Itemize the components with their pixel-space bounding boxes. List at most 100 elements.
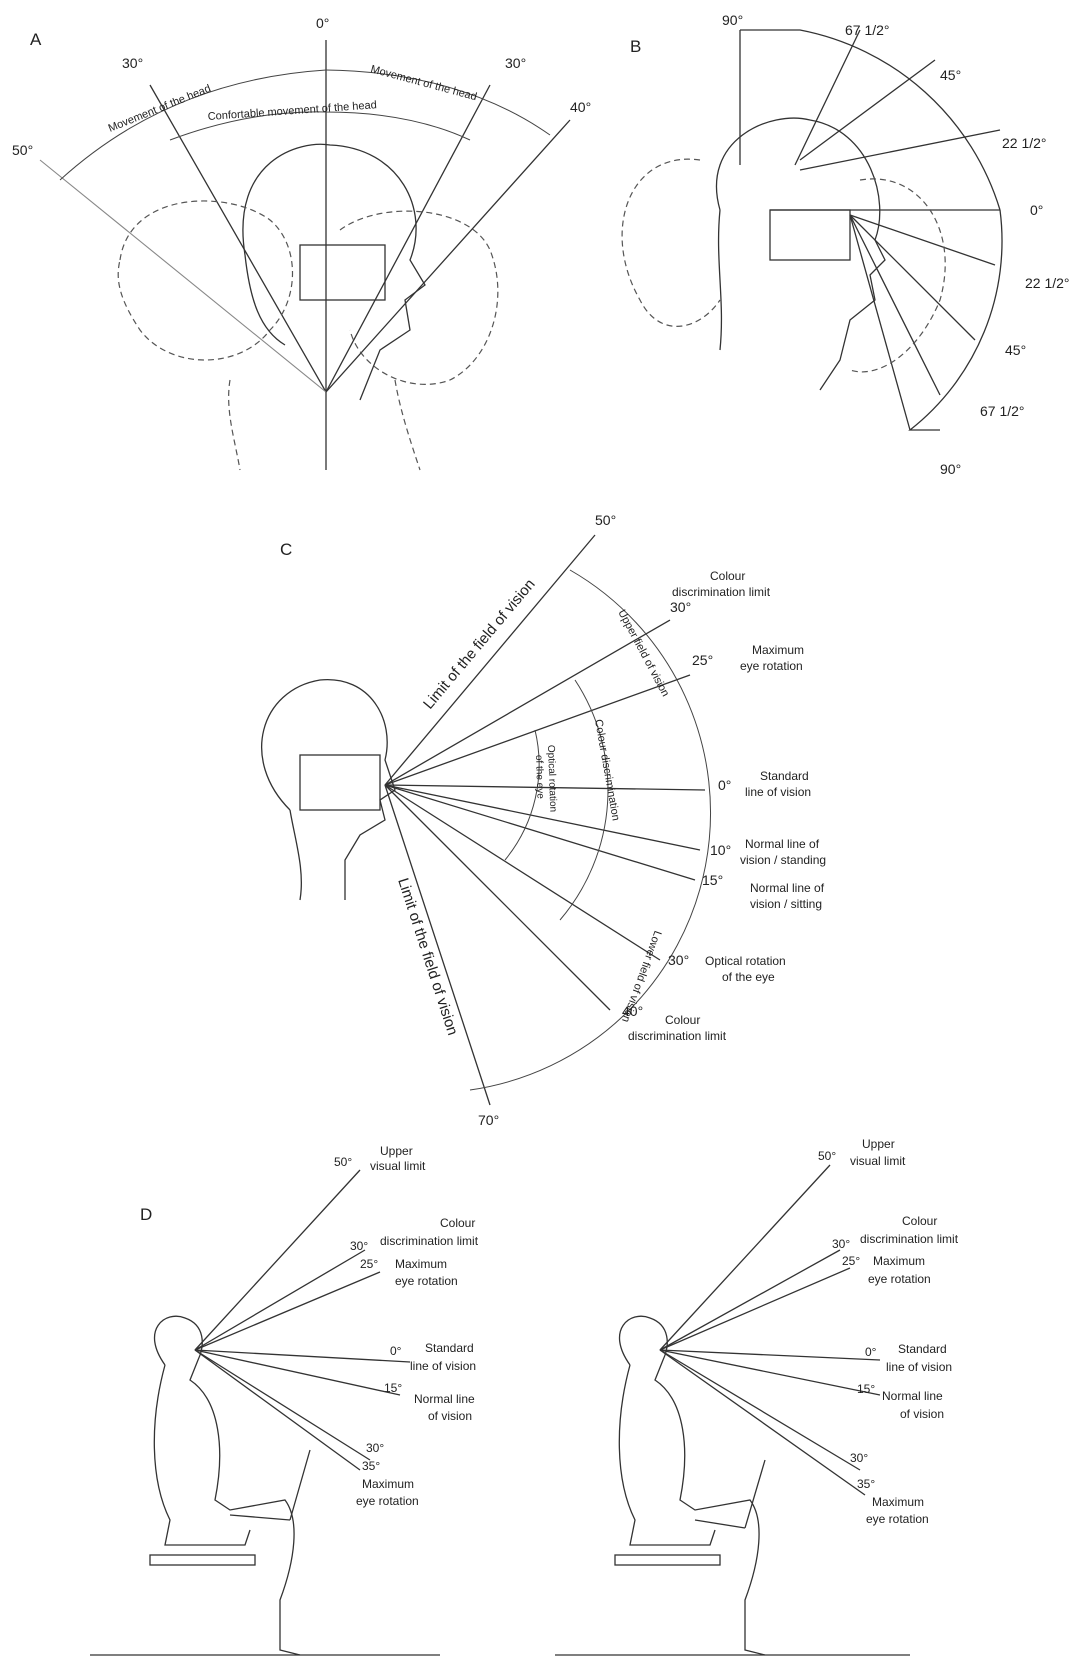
c-sit-2: vision / sitting bbox=[750, 897, 822, 911]
c-colour-lower-1: Colour bbox=[665, 1013, 700, 1027]
neck-dashed-right bbox=[395, 380, 420, 470]
dl-d30: 30° bbox=[366, 1441, 384, 1455]
angle-b-down67: 67 1/2° bbox=[980, 403, 1025, 419]
dl-laptop-screen bbox=[290, 1450, 310, 1520]
panel-d-right: 50° Upper visual limit 30° Colour discri… bbox=[555, 1137, 959, 1655]
dl-std-1: Standard bbox=[425, 1341, 474, 1355]
dl-maxrot-2: eye rotation bbox=[395, 1274, 458, 1288]
c-angle-50: 50° bbox=[595, 512, 616, 528]
dr-upper-2: visual limit bbox=[850, 1154, 906, 1168]
c-maxrot-1: Maximum bbox=[752, 643, 804, 657]
c-arc-optical-1: Optical rotation bbox=[545, 745, 558, 813]
head-dashed-b-right bbox=[850, 179, 945, 372]
dl-normal-1: Normal line bbox=[414, 1392, 475, 1406]
c-limit-lower: Limit of the field of vision bbox=[394, 876, 461, 1037]
angle-b-up22: 22 1/2° bbox=[1002, 135, 1047, 151]
dl-upper-2: visual limit bbox=[370, 1159, 426, 1173]
c-stand-2: vision / standing bbox=[740, 853, 826, 867]
dr-a0: 0° bbox=[865, 1345, 877, 1359]
dl-a30: 30° bbox=[350, 1239, 368, 1253]
dr-std-1: Standard bbox=[898, 1342, 947, 1356]
dl-d35: 35° bbox=[362, 1459, 380, 1473]
c-arc-colour bbox=[560, 680, 608, 920]
panel-d: D 50° Upper visual limit 30° Colour disc… bbox=[90, 1137, 959, 1655]
dl-line-30 bbox=[195, 1250, 365, 1350]
dr-seat bbox=[615, 1555, 720, 1565]
c-opt-2: of the eye bbox=[722, 970, 775, 984]
panel-c: C 50° 30° 25° 0° 10° 15° 30° 40° 70° Col… bbox=[262, 512, 826, 1128]
dl-line-25 bbox=[195, 1272, 380, 1350]
c-angle-25: 25° bbox=[692, 652, 713, 668]
c-arc-optical-2: of the eye bbox=[533, 755, 546, 800]
panel-a-label: A bbox=[30, 30, 42, 49]
dl-body bbox=[155, 1316, 300, 1655]
dl-a25: 25° bbox=[360, 1257, 378, 1271]
dl-lowmax-2: eye rotation bbox=[356, 1494, 419, 1508]
c-arc-optical bbox=[505, 730, 539, 860]
head-dashed-b-left bbox=[622, 159, 720, 326]
dr-line-d30 bbox=[660, 1350, 860, 1470]
angle-a-right40: 40° bbox=[570, 99, 591, 115]
face-box-center bbox=[300, 245, 385, 300]
dr-d30: 30° bbox=[850, 1451, 868, 1465]
c-arc-field bbox=[470, 570, 711, 1090]
dr-line-50 bbox=[660, 1165, 830, 1350]
head-outline-center bbox=[243, 144, 425, 400]
dr-normal-2: of vision bbox=[900, 1407, 944, 1421]
dr-laptop-base bbox=[695, 1520, 745, 1528]
dl-line-d30 bbox=[195, 1350, 370, 1460]
dr-d35: 35° bbox=[857, 1477, 875, 1491]
panel-b-label: B bbox=[630, 37, 641, 56]
c-line-70 bbox=[385, 785, 490, 1105]
dr-a50: 50° bbox=[818, 1149, 836, 1163]
c-angle-15: 15° bbox=[702, 872, 723, 888]
head-dashed-right bbox=[340, 211, 498, 384]
c-angle-d30: 30° bbox=[668, 952, 689, 968]
dl-laptop-base bbox=[230, 1515, 290, 1520]
b-line-up22 bbox=[800, 130, 1000, 170]
angle-b-up45: 45° bbox=[940, 67, 961, 83]
panel-c-label: C bbox=[280, 540, 292, 559]
dr-colour-1: Colour bbox=[902, 1214, 937, 1228]
angle-a-left50: 50° bbox=[12, 142, 33, 158]
b-line-up45 bbox=[800, 60, 935, 160]
angle-a-left30: 30° bbox=[122, 55, 143, 71]
face-box-b bbox=[770, 210, 850, 260]
dr-line-15 bbox=[660, 1350, 880, 1395]
c-angle-30: 30° bbox=[670, 599, 691, 615]
dr-lowmax-1: Maximum bbox=[872, 1495, 924, 1509]
arc-label-movement-right: Movement of the head bbox=[369, 63, 478, 103]
angle-a-0: 0° bbox=[316, 15, 329, 31]
dl-upper-1: Upper bbox=[380, 1144, 413, 1158]
panel-a: A 0° 30° 30° 50° 40° Movement of the hea… bbox=[12, 15, 591, 470]
c-opt-1: Optical rotation bbox=[705, 954, 786, 968]
movement-arc-left bbox=[60, 70, 326, 180]
dr-normal-1: Normal line bbox=[882, 1389, 943, 1403]
dr-colour-2: discrimination limit bbox=[860, 1232, 959, 1246]
neck-dashed-left bbox=[229, 380, 240, 470]
arc-label-comfortable: Confortable movement of the head bbox=[207, 99, 377, 123]
b-line-down45 bbox=[850, 215, 975, 340]
panel-b: B 90° 67 1/2° 45° 22 1/2° 0° 22 1/2° 45°… bbox=[622, 12, 1069, 477]
angle-b-down22: 22 1/2° bbox=[1025, 275, 1070, 291]
line-right-40deg bbox=[326, 120, 570, 392]
c-limit-upper: Limit of the field of vision bbox=[420, 576, 539, 713]
angle-b-down90: 90° bbox=[940, 461, 961, 477]
face-box-c bbox=[300, 755, 380, 810]
dl-a15: 15° bbox=[384, 1381, 402, 1395]
dl-colour-2: discrimination limit bbox=[380, 1234, 479, 1248]
dr-line-0 bbox=[660, 1350, 880, 1360]
dl-seat bbox=[150, 1555, 255, 1565]
angle-b-up67: 67 1/2° bbox=[845, 22, 890, 38]
dl-colour-1: Colour bbox=[440, 1216, 475, 1230]
dr-a25: 25° bbox=[842, 1254, 860, 1268]
dr-laptop-screen bbox=[745, 1460, 765, 1528]
dl-a0: 0° bbox=[390, 1344, 402, 1358]
dr-a15: 15° bbox=[857, 1382, 875, 1396]
dl-std-2: line of vision bbox=[410, 1359, 476, 1373]
dr-line-30 bbox=[660, 1250, 840, 1350]
c-sit-1: Normal line of bbox=[750, 881, 825, 895]
line-left-30deg bbox=[150, 85, 326, 392]
c-colour-lower-2: discrimination limit bbox=[628, 1029, 727, 1043]
